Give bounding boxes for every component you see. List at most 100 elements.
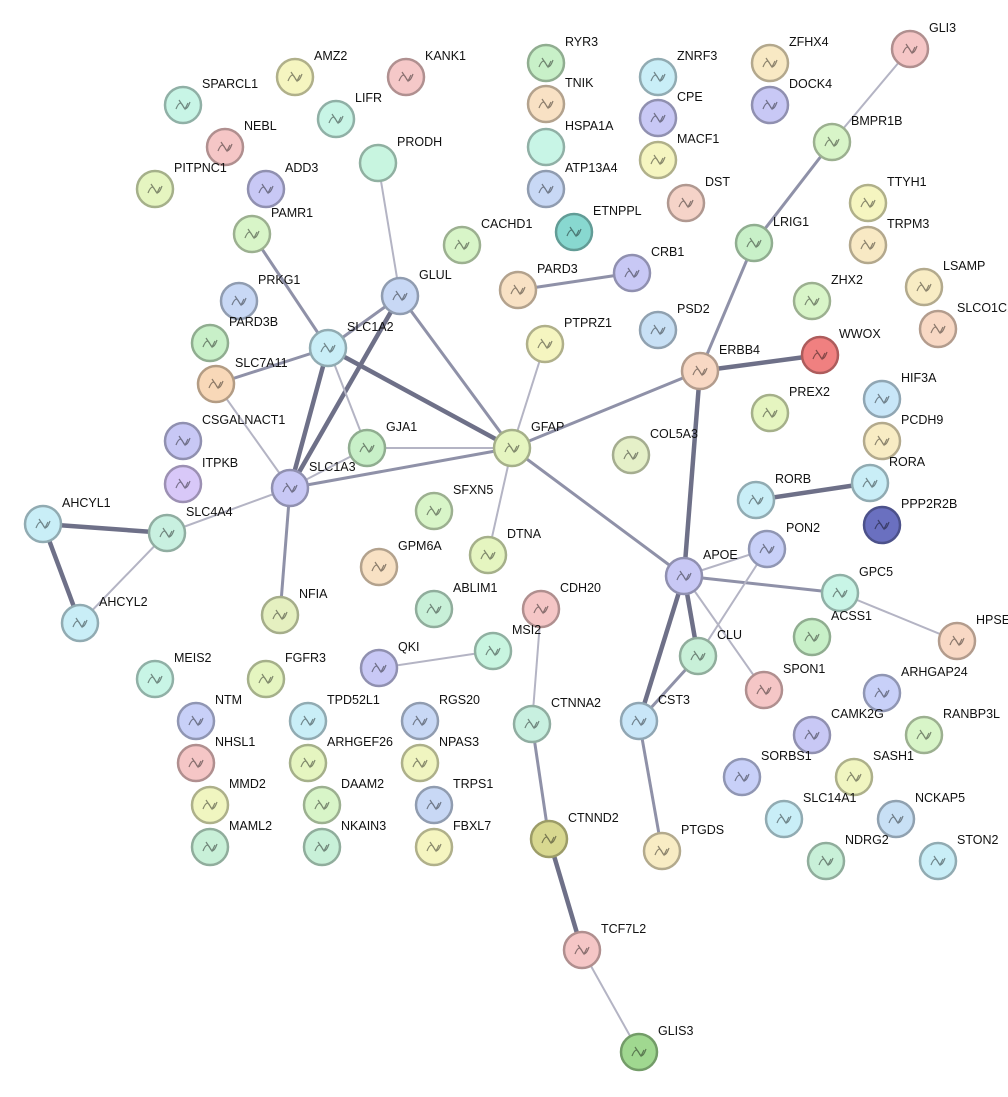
node-rorb[interactable]: RORB [736,472,811,520]
edge-ctnnd2-tcf7l2[interactable] [546,838,585,951]
edge-apoe-cst3[interactable] [636,575,687,722]
node-apoe[interactable]: APOE [664,548,738,596]
node-sorbs1[interactable]: SORBS1 [722,749,812,797]
node-msi2[interactable]: MSI2 [473,623,541,671]
edge-slc1a3-gfap[interactable] [289,446,513,490]
node-etnppl[interactable]: ETNPPL [554,204,642,252]
edge-slc4a4-ahcyl1[interactable] [42,521,168,536]
edge-apoe-spon1[interactable] [683,575,765,691]
node-dst[interactable]: DST [666,175,730,223]
node-glul[interactable]: GLUL [380,268,452,316]
node-gpc5[interactable]: GPC5 [820,565,893,613]
node-znrf3[interactable]: ZNRF3 [638,49,717,97]
protein-node-circle[interactable] [526,127,566,167]
edge-ctnna2-ctnnd2[interactable] [530,723,551,840]
edge-slc7a11-slc1a3[interactable] [215,383,291,489]
node-ryr3[interactable]: RYR3 [526,35,598,83]
node-kank1[interactable]: KANK1 [386,49,466,97]
edge-pamr1-slc1a2[interactable] [250,233,330,349]
node-fbxl7[interactable]: FBXL7 [414,819,491,867]
node-pard3[interactable]: PARD3 [498,262,578,310]
node-daam2[interactable]: DAAM2 [302,777,384,825]
edge-tcf7l2-glis3[interactable] [581,949,640,1053]
node-dtna[interactable]: DTNA [468,527,542,575]
edge-lrig1-erbb4[interactable] [698,242,756,372]
node-arhgap24[interactable]: ARHGAP24 [862,665,968,713]
node-glis3[interactable]: GLIS3 [619,1024,693,1072]
node-pard3b[interactable]: PARD3B [190,315,278,363]
node-fgfr3[interactable]: FGFR3 [246,651,326,699]
node-clu[interactable]: CLU [678,628,742,676]
edge-apoe-gpc5[interactable] [683,574,841,595]
edge-slc1a3-slc4a4[interactable] [166,487,291,534]
node-pamr1[interactable]: PAMR1 [232,206,313,254]
node-pcdh9[interactable]: PCDH9 [862,413,943,461]
node-ranbp3l[interactable]: RANBP3L [904,707,1000,755]
node-csgalnact1[interactable]: CSGALNACT1 [163,413,285,461]
edge-prodh-glul[interactable] [377,162,401,297]
protein-node-circle[interactable] [358,143,398,183]
node-wwox[interactable]: WWOX [800,327,881,375]
node-ptprz1[interactable]: PTPRZ1 [525,316,612,364]
edge-erbb4-gfap[interactable] [511,369,701,450]
node-slco1c1[interactable]: SLCO1C1 [918,301,1008,349]
edge-erbb4-wwox[interactable] [699,352,821,374]
node-trps1[interactable]: TRPS1 [414,777,493,825]
node-tpd52l1[interactable]: TPD52L1 [288,693,380,741]
node-ntm[interactable]: NTM [176,693,242,741]
edge-slc1a3-nfia[interactable] [278,487,292,616]
node-pitpnc1[interactable]: PITPNC1 [135,161,227,209]
node-dock4[interactable]: DOCK4 [750,77,832,125]
edge-cst3-ptgds[interactable] [637,720,664,852]
node-sash1[interactable]: SASH1 [834,749,914,797]
node-nckap5[interactable]: NCKAP5 [876,791,965,839]
node-mmd2[interactable]: MMD2 [190,777,266,825]
node-bmpr1b[interactable]: BMPR1B [812,114,902,162]
node-trpm3[interactable]: TRPM3 [848,217,929,265]
node-ablim1[interactable]: ABLIM1 [414,581,498,629]
node-amz2[interactable]: AMZ2 [275,49,347,97]
edge-erbb4-apoe[interactable] [681,370,703,577]
edge-gli3-bmpr1b[interactable] [831,48,911,143]
node-erbb4[interactable]: ERBB4 [680,343,760,391]
node-npas3[interactable]: NPAS3 [400,735,479,783]
edge-slc1a2-gfap[interactable] [326,346,514,450]
node-lifr[interactable]: LIFR [316,91,382,139]
node-rgs20[interactable]: RGS20 [400,693,480,741]
node-cdh20[interactable]: CDH20 [521,581,601,629]
node-ston2[interactable]: STON2 [918,833,998,881]
node-slc1a3[interactable]: SLC1A3 [270,460,356,508]
node-macf1[interactable]: MACF1 [638,132,719,180]
edge-slc1a2-slc1a3[interactable] [287,347,331,489]
node-camk2g[interactable]: CAMK2G [792,707,884,755]
node-sparcl1[interactable]: SPARCL1 [163,77,258,125]
node-sfxn5[interactable]: SFXN5 [414,483,493,531]
node-psd2[interactable]: PSD2 [638,302,710,350]
node-slc14a1[interactable]: SLC14A1 [764,791,857,839]
node-lrig1[interactable]: LRIG1 [734,215,809,263]
node-acss1[interactable]: ACSS1 [792,609,872,657]
node-nhsl1[interactable]: NHSL1 [176,735,255,783]
node-ahcyl2[interactable]: AHCYL2 [60,595,148,643]
node-cst3[interactable]: CST3 [619,693,690,741]
node-nfia[interactable]: NFIA [260,587,328,635]
node-ndrg2[interactable]: NDRG2 [806,833,889,881]
node-ctnnd2[interactable]: CTNND2 [529,811,619,859]
node-itpkb[interactable]: ITPKB [163,456,238,504]
node-ahcyl1[interactable]: AHCYL1 [23,496,111,544]
edge-gpc5-hpse[interactable] [839,592,958,642]
node-gfap[interactable]: GFAP [492,420,564,468]
node-hpse[interactable]: HPSE [937,613,1008,661]
node-nkain3[interactable]: NKAIN3 [302,819,386,867]
node-hif3a[interactable]: HIF3A [862,371,937,419]
node-ppp2r2b[interactable]: PPP2R2B [862,497,957,545]
node-cpe[interactable]: CPE [638,90,703,138]
node-slc1a2[interactable]: SLC1A2 [308,320,394,368]
node-zfhx4[interactable]: ZFHX4 [750,35,829,83]
node-tnik[interactable]: TNIK [526,76,594,124]
node-pon2[interactable]: PON2 [747,521,820,569]
node-rora[interactable]: RORA [850,455,926,503]
node-slc7a11[interactable]: SLC7A11 [196,356,288,404]
node-hspa1a[interactable]: HSPA1A [526,119,614,167]
edge-slc1a2-slc7a11[interactable] [215,346,329,386]
